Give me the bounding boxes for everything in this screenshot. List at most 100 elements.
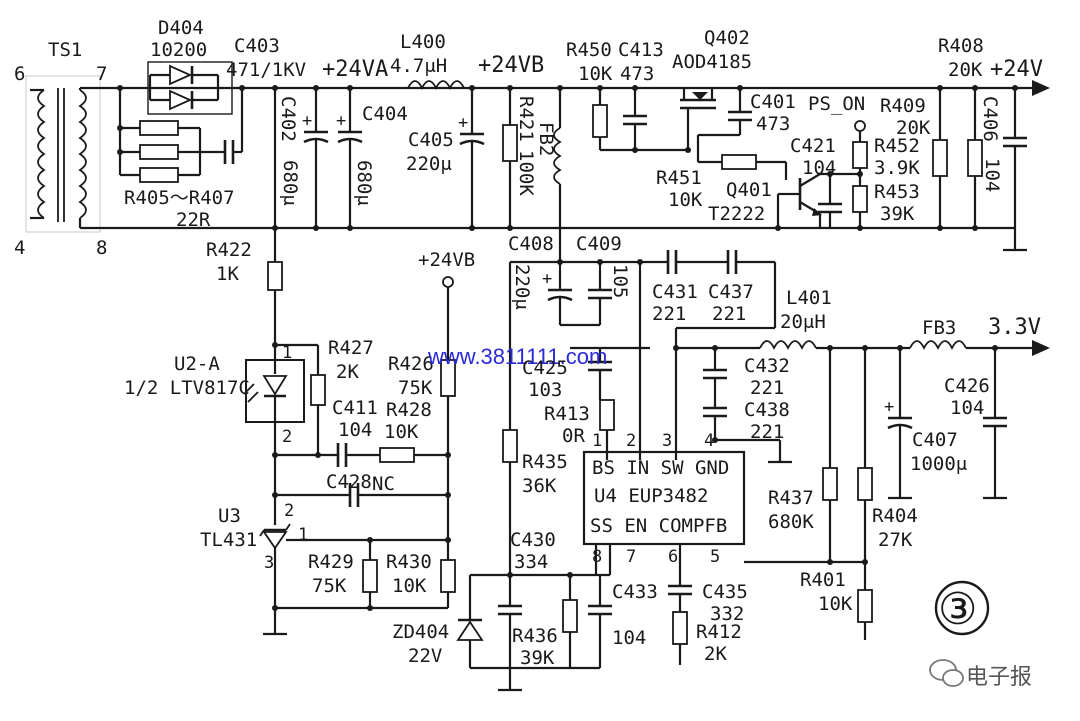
label-u4-bot: SS EN COMPFB bbox=[590, 515, 727, 537]
label-l401-name: L401 bbox=[786, 287, 832, 309]
label-l400-name: L400 bbox=[400, 31, 446, 53]
label-c411-name: C411 bbox=[332, 397, 378, 419]
label-u2-pin1: 1 bbox=[282, 343, 292, 363]
label-c425-name: C425 bbox=[522, 357, 568, 379]
label-r451-val: 10K bbox=[668, 189, 703, 211]
label-l400-val: 4.7μH bbox=[390, 55, 447, 77]
label-c406-val: 104 bbox=[981, 158, 1003, 192]
label-r413-name: R413 bbox=[544, 403, 590, 425]
label-c403-val: 471/1KV bbox=[226, 59, 306, 81]
label-c432-val: 221 bbox=[750, 377, 784, 399]
label-c404-name: C404 bbox=[362, 103, 408, 125]
label-c401-name: C401 bbox=[750, 91, 796, 113]
label-c407-name: C407 bbox=[912, 429, 958, 451]
label-r428-val: 10K bbox=[384, 421, 419, 443]
label-r436-val: 39K bbox=[520, 647, 555, 669]
pmos-switch bbox=[592, 85, 752, 164]
r421-fb2 bbox=[502, 85, 563, 262]
label-u3-pin2: 2 bbox=[284, 501, 294, 521]
label-r453-val: 39K bbox=[880, 203, 915, 225]
label-figure-number: ③ bbox=[938, 584, 977, 635]
label-c428-val: NC bbox=[372, 473, 395, 495]
label-pin6: 6 bbox=[14, 63, 25, 85]
label-r427-val: 2K bbox=[336, 361, 359, 383]
label-r413-val: 0R bbox=[562, 425, 585, 447]
label-node-24va: +24VA bbox=[322, 57, 388, 82]
feedback-network bbox=[243, 228, 456, 636]
labels: TS1 6 7 4 8 D404 10200 C403 471/1KV +24V… bbox=[14, 17, 1043, 690]
label-c421-name: C421 bbox=[790, 135, 836, 157]
label-q401-name: Q401 bbox=[726, 179, 772, 201]
label-ts1: TS1 bbox=[48, 39, 82, 61]
svg-text:+: + bbox=[458, 113, 468, 133]
label-r408-name: R408 bbox=[938, 35, 984, 57]
label-c435-val: 332 bbox=[710, 603, 744, 625]
label-c438-name: C438 bbox=[744, 399, 790, 421]
label-c413-val: 473 bbox=[620, 63, 654, 85]
label-r412-name: R412 bbox=[696, 621, 742, 643]
label-c433-val: 104 bbox=[612, 627, 646, 649]
label-c431-val: 221 bbox=[652, 303, 686, 325]
label-r451-name: R451 bbox=[656, 167, 702, 189]
label-r436-name: R436 bbox=[512, 625, 558, 647]
label-c407-val: 1000μ bbox=[910, 453, 967, 475]
label-fb2: FB2 bbox=[535, 122, 557, 156]
label-c438-val: 221 bbox=[750, 421, 784, 443]
label-r401-name: R401 bbox=[800, 569, 846, 591]
label-l401-val: 20μH bbox=[780, 311, 826, 333]
label-r409-val: 20K bbox=[896, 117, 931, 139]
snubber-network bbox=[117, 61, 245, 183]
label-u4-pin2: 2 bbox=[626, 431, 636, 451]
label-brand: 电子报 bbox=[966, 665, 1032, 690]
label-out-33v: 3.3V bbox=[988, 315, 1041, 340]
label-c409-name: C409 bbox=[576, 233, 622, 255]
label-node-24vb: +24VB bbox=[478, 53, 544, 78]
label-r437-val: 680K bbox=[768, 511, 814, 533]
label-c408-val: 220μ bbox=[511, 264, 533, 310]
label-r404-name: R404 bbox=[872, 505, 918, 527]
input-capacitors: + + bbox=[272, 85, 363, 231]
label-zd404-name: ZD404 bbox=[392, 621, 449, 643]
output-24v-filter bbox=[932, 85, 1027, 231]
label-u2-pin2: 2 bbox=[282, 427, 292, 447]
label-c435-name: C435 bbox=[702, 581, 748, 603]
label-r435-val: 36K bbox=[522, 475, 557, 497]
label-c425-val: 103 bbox=[528, 379, 562, 401]
label-r405-val: 22R bbox=[176, 209, 211, 231]
label-r409-name: R409 bbox=[880, 95, 926, 117]
label-c437-val: 221 bbox=[712, 303, 746, 325]
label-c432-name: C432 bbox=[744, 355, 790, 377]
label-u4-top: BS IN SW GND bbox=[592, 457, 729, 479]
label-r412-val: 2K bbox=[704, 643, 727, 665]
label-c426-val: 104 bbox=[950, 397, 984, 419]
svg-text:+: + bbox=[336, 111, 346, 131]
label-u4-pin4: 4 bbox=[704, 431, 714, 451]
label-r401-val: 10K bbox=[818, 593, 853, 615]
label-u4-pin3: 3 bbox=[662, 431, 672, 451]
label-c405-name: C405 bbox=[408, 129, 454, 151]
label-c406-name: C406 bbox=[979, 96, 1001, 142]
label-pin7: 7 bbox=[96, 63, 107, 85]
label-r426-name: R426 bbox=[388, 353, 434, 375]
figure-number-badge bbox=[934, 580, 990, 636]
label-r428-name: R428 bbox=[386, 399, 432, 421]
svg-text:+: + bbox=[542, 269, 552, 289]
label-u4-pin8: 8 bbox=[592, 547, 602, 567]
label-r404-val: 27K bbox=[878, 529, 913, 551]
label-u4-name: U4 EUP3482 bbox=[594, 485, 708, 507]
label-r405-range: R405～R407 bbox=[124, 187, 235, 209]
watermark-url: www.3811111.com bbox=[427, 344, 607, 369]
label-u3-name: U3 bbox=[218, 505, 241, 527]
label-c411-val: 104 bbox=[338, 419, 372, 441]
label-pin8: 8 bbox=[96, 237, 107, 259]
label-u2a-name: U2-A bbox=[174, 353, 220, 375]
label-c403-name: C403 bbox=[234, 35, 280, 57]
label-r430-val: 10K bbox=[392, 575, 427, 597]
label-fb3: FB3 bbox=[922, 317, 956, 339]
label-u4-pin1: 1 bbox=[592, 431, 602, 451]
capacitor-c405: + bbox=[458, 85, 485, 231]
label-u2a-val: 1/2 LTV817C bbox=[124, 377, 250, 399]
label-c430-name: C430 bbox=[510, 529, 556, 551]
label-c404-val: 680μ bbox=[353, 160, 375, 206]
